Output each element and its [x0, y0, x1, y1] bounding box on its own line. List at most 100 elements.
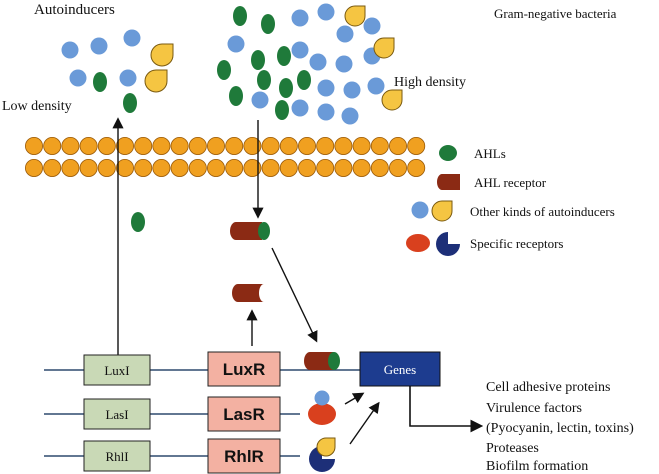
membrane-lipid-head [279, 158, 298, 177]
other-autoinducer-blue [335, 55, 353, 73]
membrane-lipid-head [261, 158, 280, 177]
membrane-lipid-head [370, 136, 389, 155]
membrane-lipid-head [352, 158, 371, 177]
membrane-lipid-head [43, 158, 62, 177]
high-density-label: High density [394, 75, 466, 90]
legend-label-specific-receptors: Specific receptors [470, 236, 563, 251]
legend: AHLs AHL receptor Other kinds of autoind… [406, 145, 615, 256]
membrane-lipid-head [97, 136, 116, 155]
other-autoinducer-yellow [316, 437, 336, 457]
regulator-box-rhl [207, 438, 281, 474]
high-density-autoinducer-cluster [217, 3, 403, 125]
legend-label-ahl-receptor: AHL receptor [474, 175, 547, 190]
las-specific-receptor-complex [308, 390, 336, 425]
ahl-molecule [257, 70, 271, 90]
membrane-lipid-head [188, 158, 207, 177]
gene-output-arrow [409, 386, 484, 433]
membrane-lipid-head [388, 158, 407, 177]
membrane-lipid-head [279, 136, 298, 155]
low-density-autoinducer-cluster [61, 29, 174, 113]
membrane-lipid-head [225, 158, 244, 177]
ahl-molecule [258, 222, 270, 240]
other-autoinducer-blue [309, 53, 327, 71]
membrane-lipid-head [261, 136, 280, 155]
rhl-specific-receptor-complex [309, 437, 336, 472]
outcome-item: Proteases [486, 441, 539, 456]
gram-negative-label: Gram-negative bacteria [494, 6, 617, 21]
membrane-lipid-head [116, 136, 135, 155]
other-autoinducer-blue [317, 103, 335, 121]
synthase-label-lux: LuxI [104, 363, 129, 378]
membrane-lipid-head [407, 158, 426, 177]
ahl-molecule [251, 50, 265, 70]
legend-specific-receptor-red-icon [406, 234, 430, 252]
membrane-lipid-head [388, 136, 407, 155]
regulator-label-lux: LuxR [223, 360, 266, 379]
membrane-lipid-head [206, 136, 225, 155]
legend-yellow-autoinducer-icon [431, 200, 453, 222]
ahl-receptor [230, 222, 262, 240]
regulator-label-las: LasR [223, 405, 265, 424]
other-autoinducer-blue [314, 390, 330, 406]
other-autoinducer-blue [119, 69, 137, 87]
other-autoinducer-blue [317, 3, 335, 21]
ahl-molecule [328, 352, 340, 370]
other-autoinducer-yellow [150, 43, 174, 67]
other-autoinducer-blue [336, 25, 354, 43]
synthase-box-las [83, 398, 151, 430]
other-autoinducer-blue [317, 79, 335, 97]
membrane-lipid-head [116, 158, 135, 177]
free-ahl-receptor [232, 284, 264, 302]
membrane-lipid-head [24, 158, 44, 177]
membrane-lipid-head [134, 158, 153, 177]
regulator-label-rhl: RhlR [224, 447, 264, 466]
specific-receptor-red [308, 403, 336, 425]
membrane-lipid-head [61, 158, 80, 177]
other-autoinducer-blue [343, 81, 361, 99]
synthase-box-lux [83, 354, 151, 386]
legend-ahl-icon [439, 145, 457, 161]
other-autoinducer-blue [69, 69, 87, 87]
other-autoinducer-yellow [344, 5, 366, 27]
other-autoinducer-blue [291, 99, 309, 117]
ahl-molecule [123, 93, 137, 113]
membrane-lipid-head [43, 136, 62, 155]
other-autoinducer-blue [291, 41, 309, 59]
other-autoinducer-blue [61, 41, 79, 59]
membrane-lipid-head [243, 136, 262, 155]
ahl-molecule [217, 60, 231, 80]
membrane-lipid-head [152, 158, 171, 177]
membrane-lipid-head [407, 136, 426, 155]
membrane-lipid-head [297, 136, 316, 155]
membrane-lipid-head [152, 136, 171, 155]
membrane-lipid-head [334, 158, 353, 177]
other-autoinducer-blue [341, 107, 359, 125]
other-autoinducer-blue [251, 91, 269, 109]
membrane-lipid-head [79, 158, 98, 177]
synthase-box-rhl [83, 440, 151, 472]
synthase-label-rhl: RhlI [105, 449, 128, 464]
other-autoinducer-yellow [373, 37, 395, 59]
membrane-lipid-head [334, 136, 353, 155]
membrane-lipid-head [206, 158, 225, 177]
membrane-lipid-head [370, 158, 389, 177]
membrane-lipid-head [352, 136, 371, 155]
regulator-box-las [207, 396, 281, 432]
rhl-activation-arrow [349, 401, 380, 445]
membrane-lipid-head [97, 158, 116, 177]
ahl-molecule [275, 100, 289, 120]
membrane-lipid-head [61, 136, 80, 155]
ahl-receptor [304, 352, 334, 370]
outcome-item: Biofilm formation [486, 459, 588, 474]
ahl-molecule [297, 70, 311, 90]
ahl-molecule [233, 6, 247, 26]
ahl-molecule [93, 72, 107, 92]
synthase-label-las: LasI [105, 407, 128, 422]
ahl-molecule [277, 46, 291, 66]
regulator-box-lux [207, 351, 281, 387]
specific-receptor-navy [309, 446, 335, 472]
ahl-molecule [261, 14, 275, 34]
legend-specific-receptor-navy-icon [436, 232, 460, 256]
membrane-lipid-head [170, 136, 189, 155]
